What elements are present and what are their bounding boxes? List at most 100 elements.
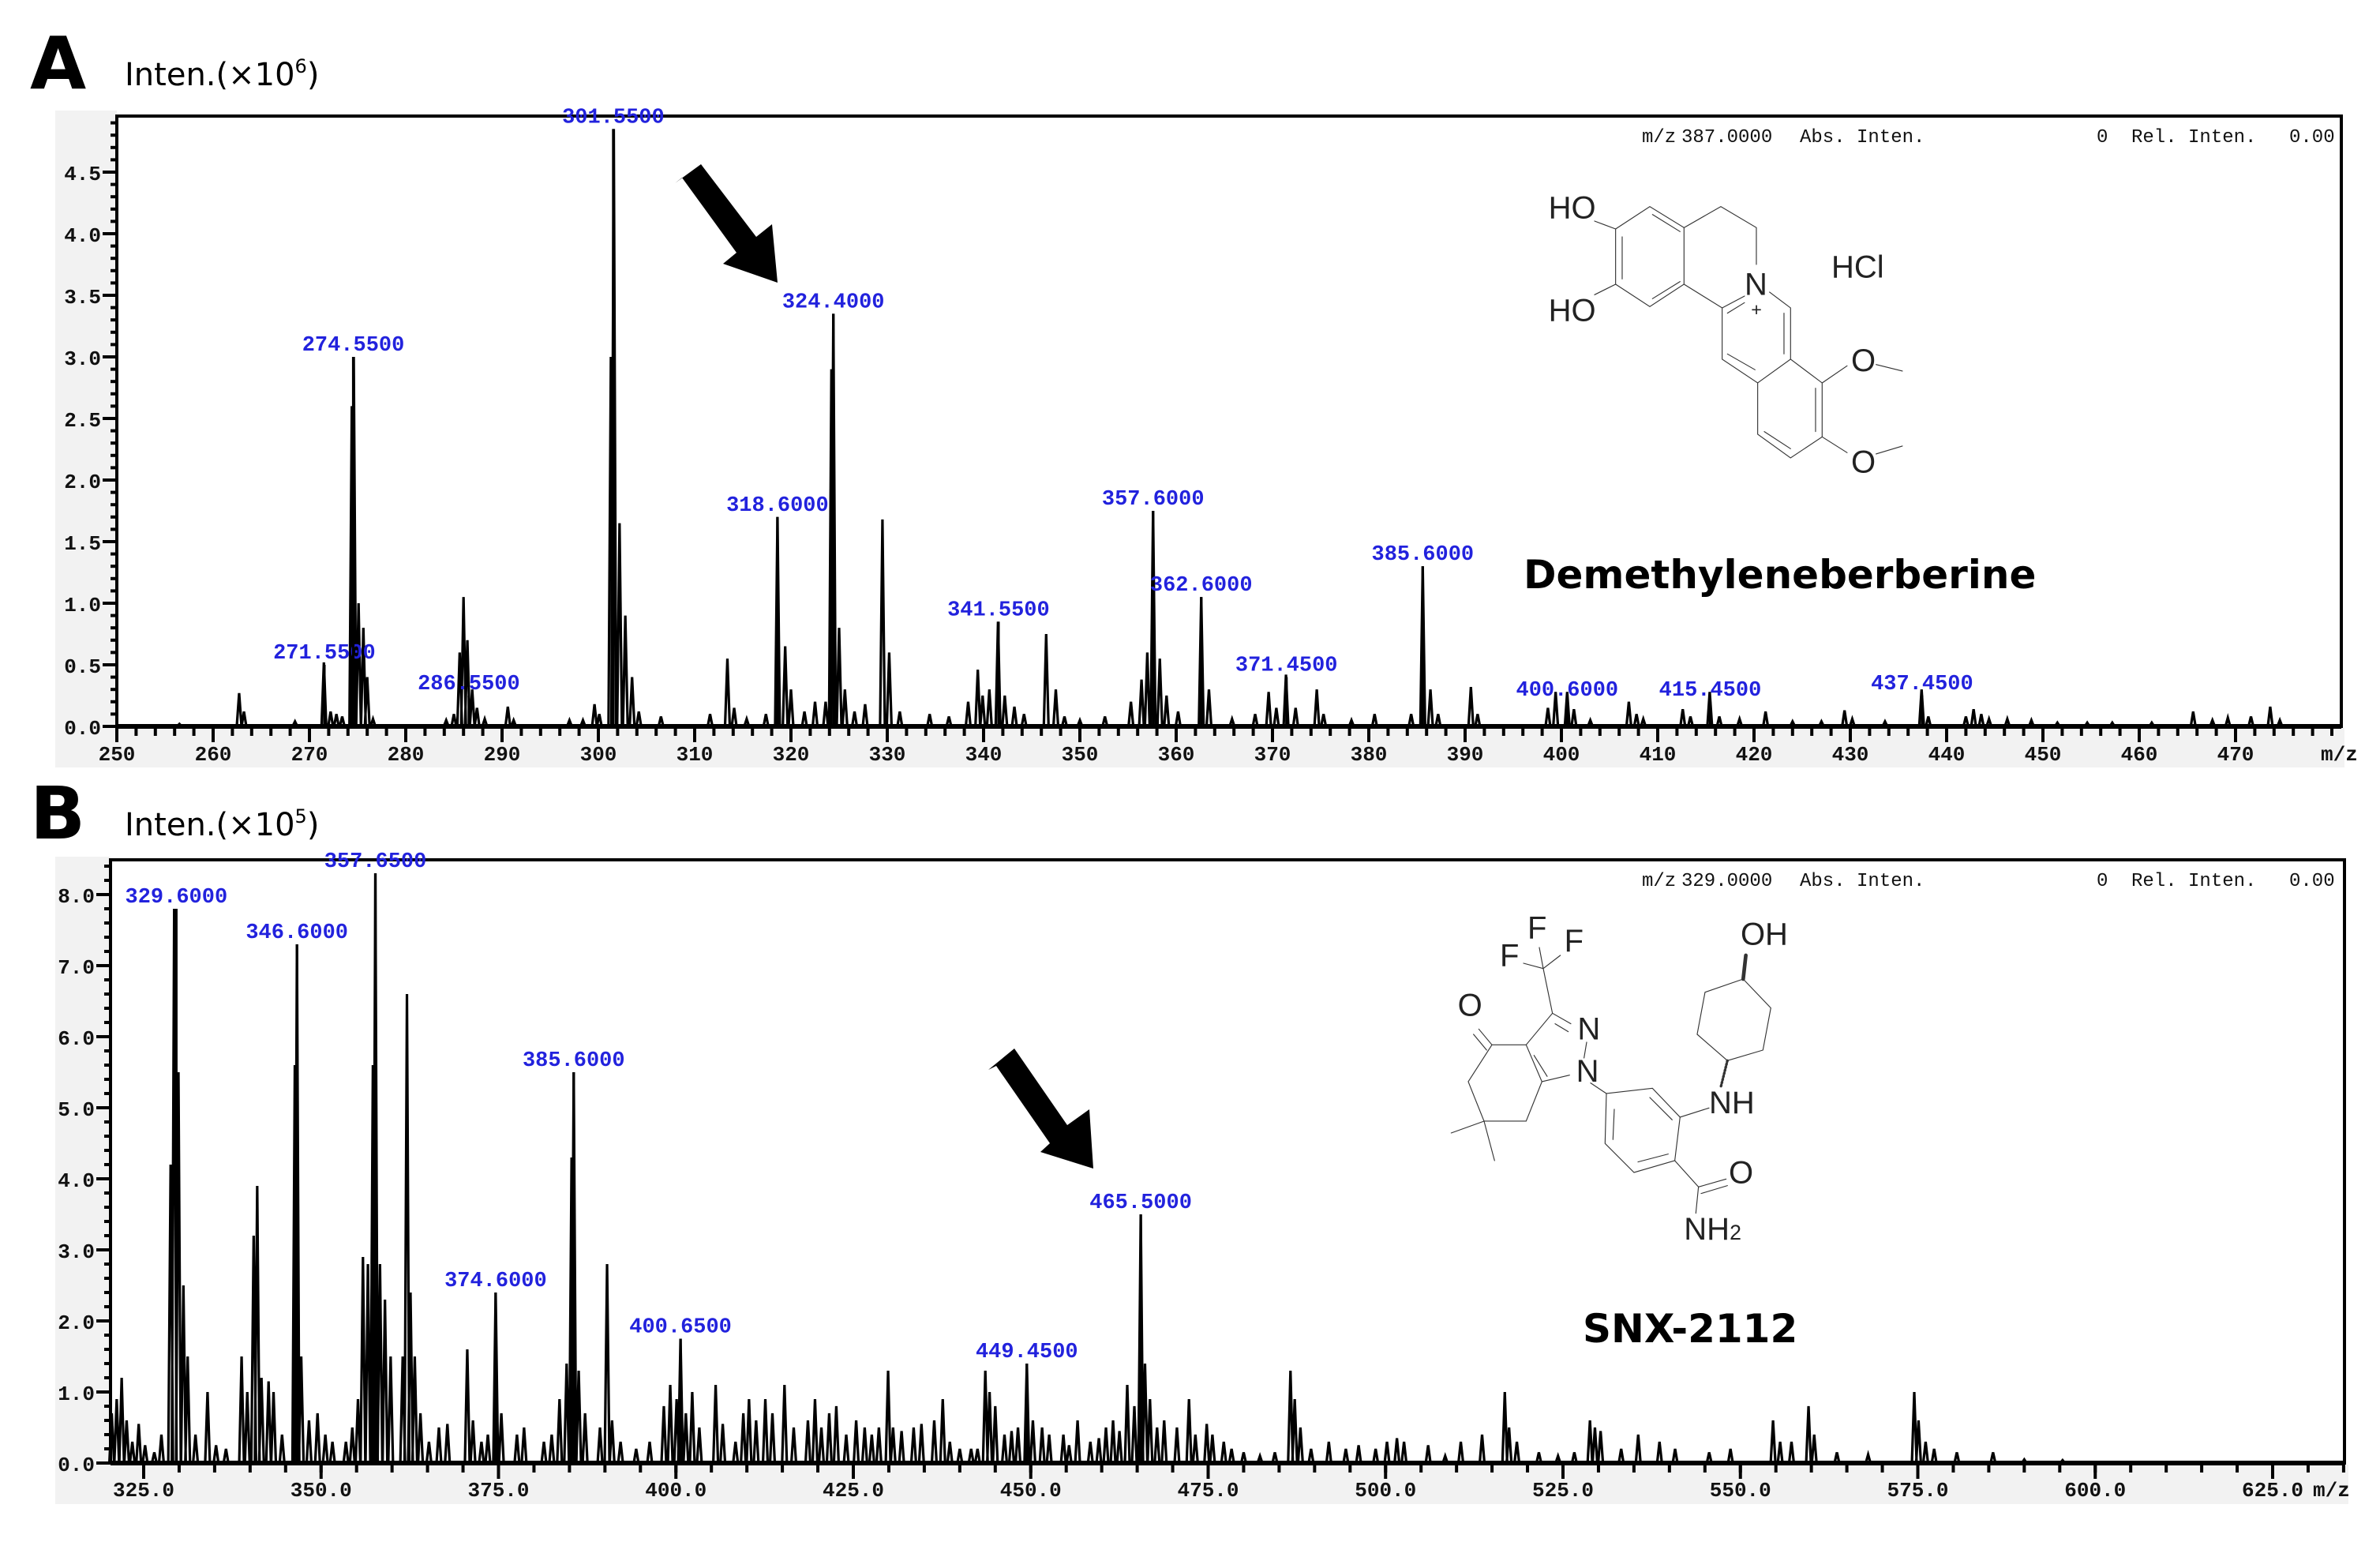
x-tick-label: 500.0 [1355,1479,1416,1503]
x-tick-label: 410 [1640,743,1677,767]
peak-label: 286.5500 [418,673,520,696]
peak-label: 465.5000 [1089,1191,1192,1215]
x-tick-label: 430 [1832,743,1869,767]
peak-label: 385.6000 [523,1049,625,1073]
panel-b-letter: B [30,771,85,856]
x-tick-label: 270 [291,743,328,767]
x-tick-label: 450.0 [1000,1479,1062,1503]
y-tick-label: 6.0 [58,1027,95,1051]
peak-label: 318.6000 [726,494,829,518]
panel-a-arrow-icon [675,164,778,283]
y-tick-label: 0.5 [64,655,101,679]
peak-label: 400.6500 [629,1316,732,1340]
ho-label-2: HO [1549,294,1596,328]
y-tick-label: 4.5 [64,163,101,186]
panel-b-header-abs-label: Abs. Inten. [1800,871,1925,892]
panel-b-compound-name: SNX-2112 [1583,1306,1797,1352]
snx-2112-structure: F F F O N N OH NH O NH2 [1450,910,1788,1247]
panel-b-x-axis-unit: m/z [2313,1479,2350,1503]
x-tick-label: 290 [484,743,521,767]
panel-a-x-axis-unit: m/z [2321,743,2358,767]
x-tick-label: 575.0 [1887,1479,1948,1503]
n-label: N [1745,267,1767,302]
x-tick-label: 440 [1928,743,1966,767]
y-tick-label: 4.0 [58,1169,95,1193]
panel-b-y-axis: 0.01.02.03.04.05.06.07.08.0 [58,865,111,1477]
y-tick-label: 3.0 [64,347,101,371]
panel-a-header-rel-label: Rel. Inten. [2131,127,2256,148]
panel-a-plot-frame [115,114,2343,728]
panel-b-header-mz-value: 329.0000 [1681,871,1772,892]
x-tick-label: 360 [1158,743,1195,767]
ho-label-1: HO [1549,191,1596,226]
x-tick-label: 525.0 [1532,1479,1594,1503]
x-tick-label: 375.0 [467,1479,529,1503]
fluorine-label-1: F [1527,910,1546,945]
panel-a-x-axis-background [55,728,2344,767]
y-tick-label: 1.5 [64,532,101,556]
panel-b-peak-labels: 329.6000346.6000357.6500374.6000385.6000… [126,850,1192,1463]
panel-b-x-axis-background [55,1465,2348,1504]
y-tick-label: 0.0 [64,717,101,741]
panel-a-header-abs-label: Abs. Inten. [1800,127,1925,148]
peak-label: 324.4000 [782,291,885,314]
panel-a-y-axis-background [55,111,117,766]
y-tick-label: 3.0 [58,1240,95,1264]
peak-label: 400.6000 [1516,679,1619,703]
x-tick-label: 280 [388,743,425,767]
fluorine-label-2: F [1500,938,1519,973]
demethyleneberberine-structure: HO HO N + HCl O O [1549,191,1903,479]
x-tick-label: 370 [1254,743,1291,767]
panel-b-header-mz-label: m/z [1642,871,1676,892]
peak-label: 274.5500 [302,334,405,358]
x-tick-label: 475.0 [1177,1479,1239,1503]
peak-label: 357.6500 [324,850,427,874]
peak-label: 362.6000 [1150,574,1253,598]
x-tick-label: 250 [99,743,136,767]
panel-b-header-rel-label: Rel. Inten. [2131,871,2256,892]
x-tick-label: 400.0 [645,1479,707,1503]
panel-b-y-axis-title: Inten.(×105) [125,805,319,843]
peak-label: 385.6000 [1372,543,1475,567]
charge-label: + [1751,299,1762,320]
pyrazole-n-label-2: N [1576,1054,1599,1089]
panel-a-spectrum: A Inten.(×106) 0.00.51.01.52.02.53.03.54… [30,21,2358,767]
peak-label: 357.6000 [1102,488,1205,512]
y-tick-label: 8.0 [58,885,95,909]
y-tick-label: 1.0 [58,1383,95,1406]
methoxy-o-label-1: O [1851,343,1876,378]
panel-a-y-axis: 0.00.51.01.52.02.53.03.54.04.5 [64,121,117,741]
peak-label: 271.5500 [273,642,376,666]
hydroxyl-label: OH [1741,917,1788,952]
peak-label: 449.4500 [976,1341,1078,1364]
y-tick-label: 1.0 [64,594,101,617]
x-tick-label: 625.0 [2242,1479,2303,1503]
x-tick-label: 340 [965,743,1003,767]
x-tick-label: 260 [195,743,232,767]
panel-b-plot-frame [109,858,2346,1465]
y-tick-label: 0.0 [58,1454,95,1477]
keto-o-label: O [1458,989,1482,1023]
x-tick-label: 380 [1351,743,1388,767]
panel-a-header-abs-value: 0 [2097,127,2108,148]
panel-a-header-mz-label: m/z [1642,127,1676,148]
x-tick-label: 300 [580,743,617,767]
panel-a-peak-labels: 271.5500274.5500286.5500301.5500318.6000… [273,106,1973,726]
amine-nh-label: NH [1709,1086,1755,1120]
x-tick-label: 350 [1062,743,1099,767]
peak-label: 437.4500 [1871,673,1973,696]
panel-a-y-axis-title: Inten.(×106) [125,55,319,93]
amide-nh2-label: NH2 [1684,1212,1741,1247]
panel-a-header-readout: m/z 387.0000 Abs. Inten. 0 Rel. Inten. 0… [1642,127,2335,148]
panel-a-compound-name: Demethyleneberberine [1524,552,2036,598]
panel-a-header-mz-value: 387.0000 [1681,127,1772,148]
panel-b-header-abs-value: 0 [2097,871,2108,892]
peak-label: 374.6000 [444,1270,547,1293]
hcl-label: HCl [1831,250,1884,285]
panel-a-letter: A [30,21,86,106]
x-tick-label: 600.0 [2064,1479,2126,1503]
x-tick-label: 325.0 [113,1479,174,1503]
methoxy-o-label-2: O [1851,445,1876,479]
